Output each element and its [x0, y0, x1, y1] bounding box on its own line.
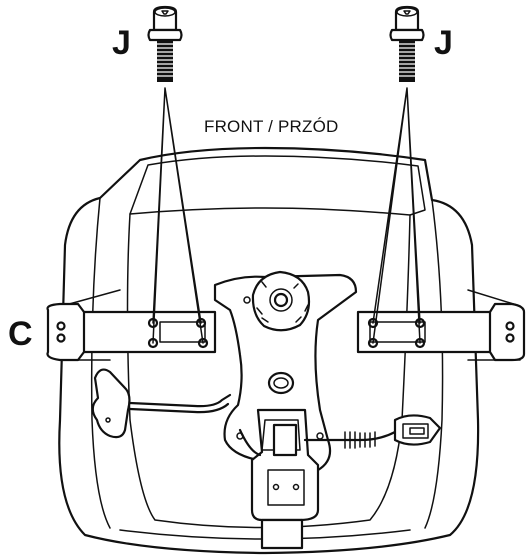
tension-knob[interactable] — [251, 270, 311, 332]
bracket-right — [356, 289, 526, 362]
bolt-right-icon — [389, 5, 425, 82]
cable-connector — [238, 414, 442, 457]
adjustment-lever[interactable] — [91, 368, 232, 439]
label-bolt-right: J — [434, 24, 453, 62]
bracket-left — [46, 289, 217, 362]
gas-lift-housing — [250, 408, 320, 550]
mechanism-plate — [213, 270, 442, 550]
label-bracket-left: C — [8, 315, 33, 353]
bolt-left-icon — [147, 5, 183, 82]
pointer-lines-left — [152, 87, 204, 344]
pointer-lines-right — [372, 87, 421, 344]
label-orientation: FRONT / PRZÓD — [204, 117, 339, 136]
label-bolt-left: J — [112, 24, 131, 62]
